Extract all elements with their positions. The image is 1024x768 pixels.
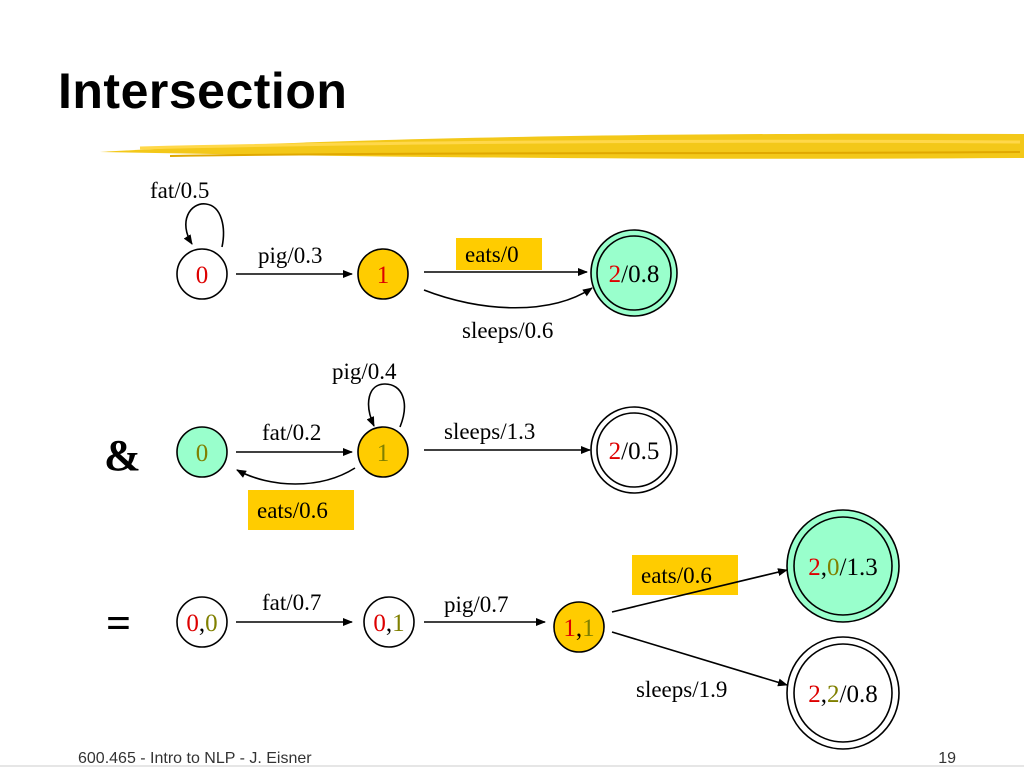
c-state-22-inner [793, 643, 893, 743]
equals-operator: = [106, 599, 131, 648]
c-eats-label: eats/0.6 [641, 563, 712, 588]
c-state-11-label: 1,1 [563, 615, 594, 642]
a-fat-loop-arrow [183, 203, 225, 248]
a-state-0 [176, 248, 228, 300]
c-eats-arrow [611, 568, 788, 613]
a-state-0-label: 0 [196, 262, 209, 289]
machine-c: 0,0 fat/0.7 0,1 pig/0.7 1,1 eats/0.6 sle… [176, 509, 900, 750]
title-brush-stroke [100, 133, 1024, 159]
a-eats-highlight [456, 238, 542, 270]
c-sleeps-arrow [611, 631, 788, 687]
a-state-2-inner [596, 235, 672, 311]
a-pig-label: pig/0.3 [258, 243, 323, 268]
b-state-0 [176, 426, 228, 478]
c-state-01-label: 0,1 [373, 610, 404, 637]
b-state-2-outer [590, 406, 678, 494]
a-sleeps-arrow [423, 287, 593, 309]
b-sleeps-label: sleeps/1.3 [444, 419, 535, 444]
b-fat-label: fat/0.2 [262, 420, 321, 445]
page-number: 19 [938, 750, 956, 767]
b-state-0-label: 0 [196, 440, 209, 467]
b-eats-arrow [236, 467, 356, 485]
c-eats-highlight [632, 555, 738, 595]
b-state-1-label: 1 [377, 440, 390, 467]
c-state-20-inner [793, 516, 893, 616]
c-sleeps-label: sleeps/1.9 [636, 677, 727, 702]
c-state-20-label: 2,0/1.3 [808, 554, 877, 581]
a-state-2-outer [590, 229, 678, 317]
b-state-2-inner [596, 412, 672, 488]
c-state-00-label: 0,0 [186, 610, 217, 637]
b-state-1 [357, 426, 409, 478]
c-state-22-outer [786, 636, 900, 750]
a-fat-label: fat/0.5 [150, 178, 209, 203]
c-state-11 [553, 601, 605, 653]
a-state-2-label: 2/0.8 [609, 261, 660, 288]
and-operator: & [104, 431, 141, 480]
b-state-2-label: 2/0.5 [609, 438, 660, 465]
c-pig-label: pig/0.7 [444, 592, 509, 617]
c-state-01 [363, 596, 415, 648]
a-eats-label: eats/0 [465, 242, 519, 267]
slide-footer: 600.465 - Intro to NLP - J. Eisner [78, 750, 312, 767]
b-pig-label: pig/0.4 [332, 359, 397, 384]
a-sleeps-label: sleeps/0.6 [462, 318, 553, 343]
machine-a: fat/0.5 0 pig/0.3 1 eats/0 sleeps/0.6 2/… [150, 178, 678, 343]
c-state-20-outer [786, 509, 900, 623]
slide-title: Intersection [58, 63, 348, 119]
b-eats-label: eats/0.6 [257, 498, 328, 523]
c-state-00 [176, 596, 228, 648]
b-eats-highlight [248, 490, 354, 530]
a-state-1 [357, 248, 409, 300]
b-pig-loop-arrow [366, 383, 406, 428]
c-state-22-label: 2,2/0.8 [808, 681, 877, 708]
machine-b: 0 fat/0.2 eats/0.6 pig/0.4 1 sleeps/1.3 … [176, 359, 678, 530]
c-fat-label: fat/0.7 [262, 590, 321, 615]
a-state-1-label: 1 [377, 262, 390, 289]
